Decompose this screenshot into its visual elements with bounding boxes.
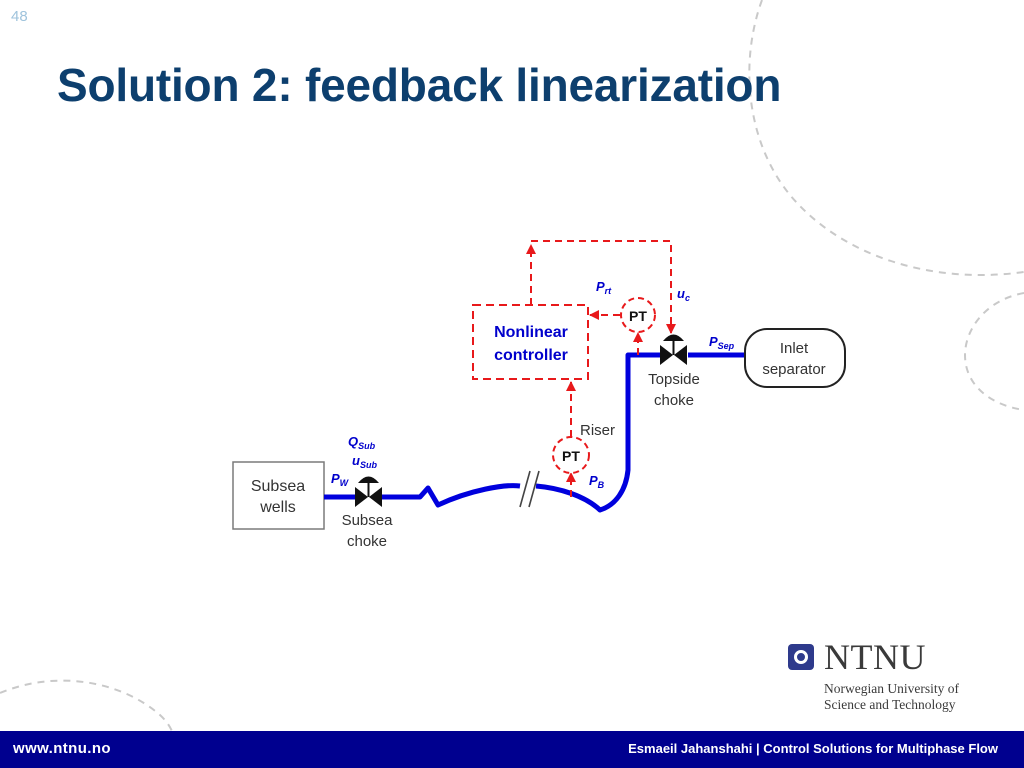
pt-transmitter-topside: PT xyxy=(620,297,656,333)
subsea-wells-box: Subsea wells xyxy=(232,461,325,530)
footer-url[interactable]: www.ntnu.no xyxy=(13,740,111,757)
u-sub-label: uSub xyxy=(352,453,377,470)
subsea-wells-label-1: Subsea xyxy=(251,478,305,495)
footer-bar: www.ntnu.no Esmaeil Jahanshahi | Control… xyxy=(0,731,1024,768)
ntnu-logo: NTNU Norwegian University of Science and… xyxy=(786,637,1006,720)
logo-subtitle-line-1: Norwegian University of xyxy=(824,681,959,696)
logo-name: NTNU xyxy=(824,637,926,677)
nonlinear-controller-box: Nonlinear controller xyxy=(472,304,589,380)
subsea-choke-valve-icon xyxy=(355,476,382,507)
pt-transmitter-riser: PT xyxy=(552,436,590,474)
q-sub-label: QSub xyxy=(348,434,376,451)
ntnu-logo-mark-icon xyxy=(788,644,814,670)
topside-choke-valve-icon xyxy=(660,334,687,365)
topside-choke-label-1: Topside xyxy=(648,371,700,388)
controller-label-2: controller xyxy=(494,347,568,364)
signal-lines xyxy=(526,240,676,497)
p-b-label: PB xyxy=(589,473,605,490)
topside-choke-label-2: choke xyxy=(654,392,694,409)
p-rt-label: Prt xyxy=(596,279,612,296)
u-c-label: uc xyxy=(677,286,690,303)
p-sep-label: PSep xyxy=(709,334,735,351)
inlet-separator-label-1: Inlet xyxy=(780,340,809,357)
subsea-wells-label-2: wells xyxy=(259,499,296,516)
inlet-separator-label-2: separator xyxy=(762,361,825,378)
inlet-separator-box: Inlet separator xyxy=(744,328,846,388)
p-w-label: PW xyxy=(331,471,350,488)
pt-label-riser: PT xyxy=(562,448,580,464)
slide-title: Solution 2: feedback linearization xyxy=(57,59,782,111)
page-number: 48 xyxy=(11,8,28,25)
logo-subtitle: Norwegian University of Science and Tech… xyxy=(824,681,1024,713)
subsea-choke-label-1: Subsea xyxy=(342,512,394,529)
logo-subtitle-line-2: Science and Technology xyxy=(824,697,956,712)
pt-label-topside: PT xyxy=(629,308,647,324)
riser-label: Riser xyxy=(580,422,615,439)
controller-label-1: Nonlinear xyxy=(494,324,568,341)
pipe-break-mark xyxy=(519,470,540,508)
subsea-choke-label-2: choke xyxy=(347,533,387,550)
footer-credit: Esmaeil Jahanshahi | Control Solutions f… xyxy=(628,741,998,756)
pipeline xyxy=(324,352,745,513)
